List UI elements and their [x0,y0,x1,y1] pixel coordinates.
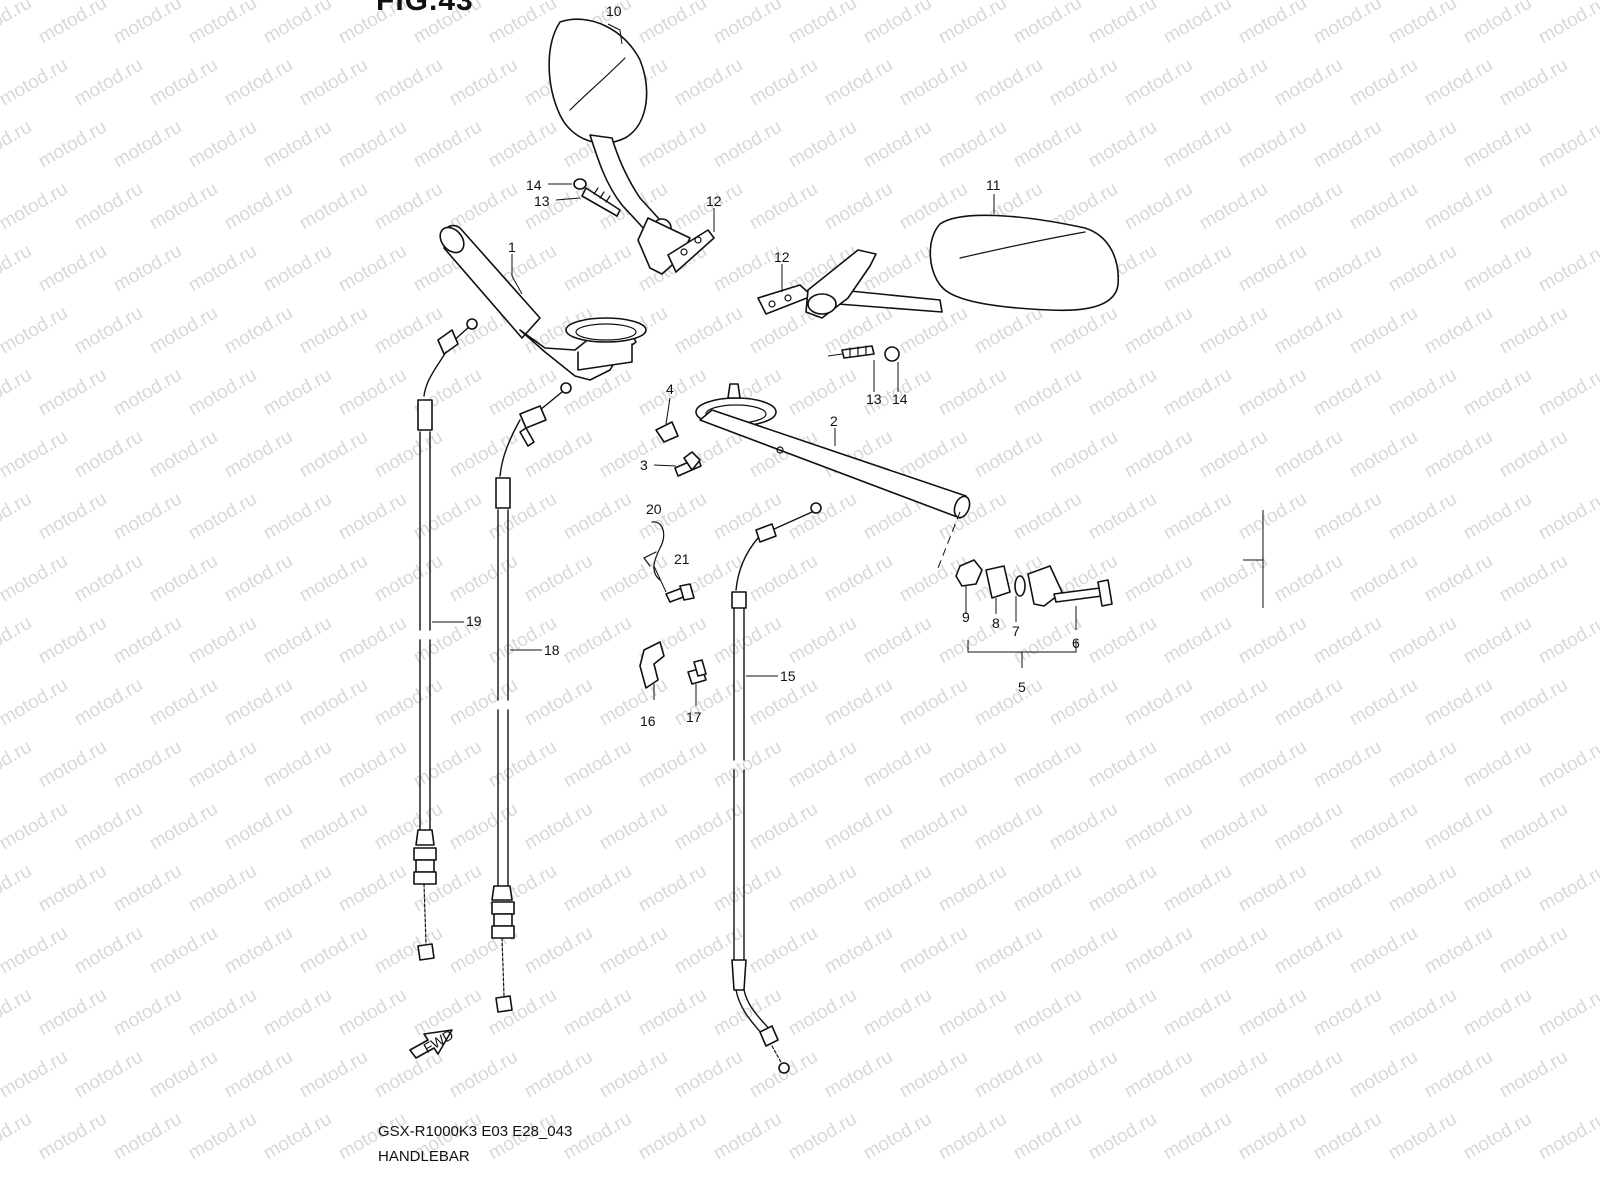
left-mirror-bracket[interactable] [667,229,715,273]
cable-clamp-clip[interactable] [643,521,665,581]
callout-18: 18 [544,642,560,658]
bar-end-weight[interactable] [1027,565,1063,607]
callout-19: 19 [466,613,482,629]
left-mirror[interactable] [548,18,691,275]
callout-20: 20 [646,501,662,517]
callout-14-left: 14 [526,177,542,193]
section-name-caption: HANDLEBAR [378,1148,470,1165]
right-mirror[interactable] [837,214,1120,313]
callout-1: 1 [508,239,516,255]
callout-5: 5 [1018,679,1026,695]
model-code-caption: GSX-R1000K3 E03 E28_043 [378,1123,573,1140]
throttle-cable-1[interactable] [413,318,478,961]
bar-end-washer[interactable] [1014,575,1026,597]
right-mirror-screw[interactable] [827,345,875,359]
callout-10: 10 [606,3,622,19]
callout-12-right: 12 [774,249,790,265]
callout-7: 7 [1012,623,1020,639]
bar-end-bolt-hex[interactable] [955,559,983,587]
right-mirror-bracket[interactable] [757,284,813,315]
bar-end-long-bolt[interactable] [1053,579,1113,607]
callout-11: 11 [986,177,1001,193]
clutch-cable[interactable] [731,502,822,1074]
clamp-bolt[interactable] [674,451,702,477]
callout-13-left: 13 [534,193,550,209]
callout-17: 17 [686,709,702,725]
bracket-bolt[interactable] [687,659,707,685]
left-mirror-cap[interactable] [573,178,587,190]
callout-15: 15 [780,668,796,684]
callout-2: 2 [830,413,838,429]
cable-guide-bracket[interactable] [639,641,665,689]
page-edge-mark [1243,510,1264,608]
callout-6: 6 [1072,635,1080,651]
callout-14-right: 14 [892,391,908,407]
callout-9: 9 [962,609,970,625]
right-mirror-base[interactable] [805,249,877,319]
callout-16: 16 [640,713,656,729]
left-mirror-screw[interactable] [581,187,621,217]
callout-13-right: 13 [866,391,882,407]
bar-end-spacer[interactable] [985,565,1011,599]
pinch-collar[interactable] [655,421,679,443]
callout-labels: 10 14 13 12 1 11 12 13 14 4 2 3 20 21 9 … [466,3,1080,729]
callout-12-left: 12 [706,193,722,209]
left-clip-on-handlebar[interactable] [435,223,647,381]
right-clip-on-handlebar[interactable] [695,383,972,520]
right-mirror-cap[interactable] [884,346,900,362]
callout-21: 21 [674,551,690,567]
figure-title: FIG.43 [376,0,474,17]
forward-direction-arrow: FWD [409,1026,456,1059]
callout-3: 3 [640,457,648,473]
throttle-cable-2[interactable] [491,382,572,1013]
callout-8: 8 [992,615,1000,631]
clip-bolt[interactable] [665,583,695,603]
callout-4: 4 [666,381,674,397]
leader-lines [432,23,1077,706]
